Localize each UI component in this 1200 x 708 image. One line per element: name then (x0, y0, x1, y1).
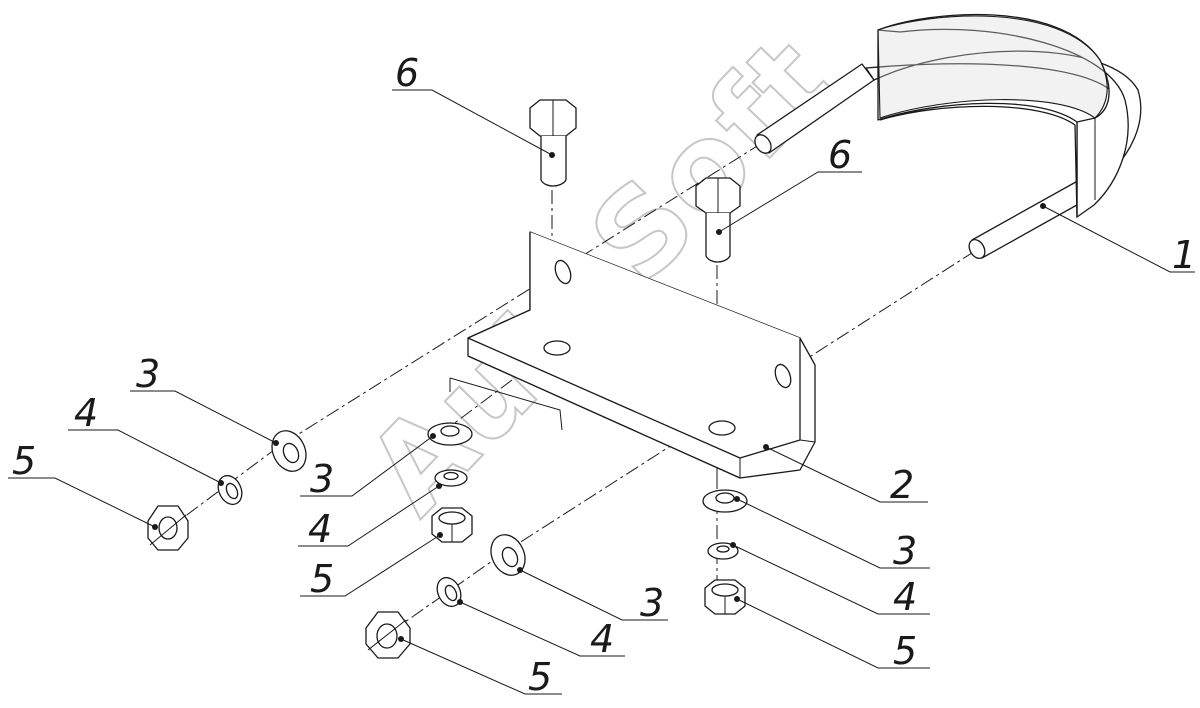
callout-3-center: 3 (310, 457, 334, 501)
leader-lines (8, 89, 1195, 695)
washer-right (702, 489, 748, 513)
lock-washer-center (434, 469, 468, 489)
washer-left (271, 430, 307, 472)
callout-5-center: 5 (310, 557, 334, 601)
nut-right (704, 579, 746, 615)
callout-2: 2 (890, 463, 914, 507)
callout-3-right: 3 (893, 529, 917, 573)
washer-center (427, 422, 473, 446)
washer-lower (490, 534, 526, 576)
callout-6-left: 6 (395, 51, 419, 95)
nut-left (147, 505, 189, 551)
callout-5-right: 5 (893, 629, 917, 673)
callout-5-lower: 5 (528, 655, 552, 699)
callout-3-left: 3 (136, 352, 160, 396)
callout-4-right: 4 (893, 575, 917, 619)
lock-washer-lower (436, 576, 463, 608)
callout-5-left: 5 (12, 439, 36, 483)
angle-bracket (449, 231, 816, 479)
nut-lower (365, 611, 411, 659)
callout-3-lower: 3 (640, 581, 664, 625)
callout-4-center: 4 (308, 507, 332, 551)
callout-labels: 1 2 6 6 3 4 5 3 4 5 3 4 5 3 4 5 (12, 51, 1196, 699)
lock-washer-left (217, 474, 243, 506)
bolt-left (529, 99, 577, 187)
u-bolt-clamp (754, 13, 1142, 259)
callout-4-left: 4 (74, 391, 98, 435)
callout-4-lower: 4 (590, 617, 614, 661)
lock-washer-right (707, 542, 739, 560)
nut-center (431, 507, 473, 543)
bolt-right (695, 177, 741, 263)
callout-6-right: 6 (828, 133, 852, 177)
callout-1: 1 (1172, 233, 1196, 277)
